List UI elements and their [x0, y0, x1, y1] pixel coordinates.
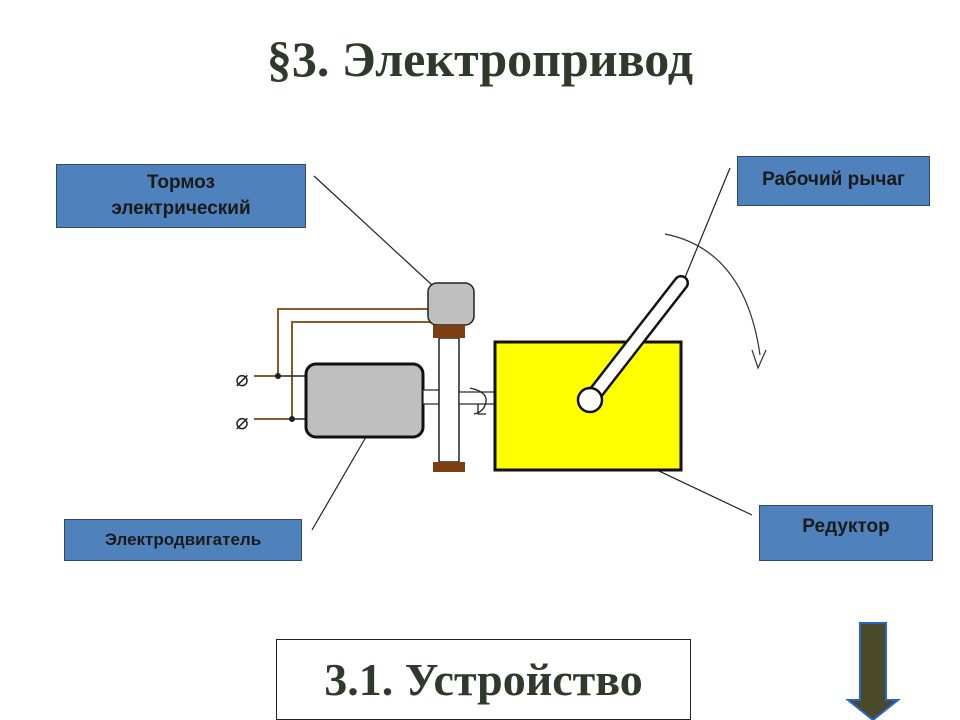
coupling-disc	[438, 337, 460, 463]
brake-label: Тормоз электрический	[56, 164, 306, 228]
motor-leader-line	[311, 429, 371, 531]
brake-body	[427, 282, 475, 326]
reducer-label: Редуктор	[759, 505, 933, 561]
lever-arm	[584, 277, 687, 406]
wire-top	[254, 308, 430, 377]
next-arrow-icon	[845, 622, 901, 720]
brake-label-line1: Тормоз	[147, 172, 215, 193]
lever-label: Рабочий рычаг	[737, 156, 930, 206]
lever-leader-line	[683, 167, 731, 281]
section-subtitle: 3.1. Устройство	[276, 639, 691, 720]
flange-bottom	[433, 462, 465, 472]
rotation-arrow-icon	[469, 387, 487, 415]
brake-label-line2: электрический	[111, 198, 251, 219]
shaft-reducer	[458, 391, 496, 405]
terminal-symbol-top: ⌀	[235, 367, 248, 392]
terminal-junction-bottom	[289, 416, 295, 422]
motor-label: Электродвигатель	[64, 519, 302, 561]
motor-body	[304, 362, 425, 439]
terminal-junction-top	[275, 373, 281, 379]
wire-bottom	[254, 321, 430, 420]
swing-arc-icon	[664, 233, 761, 356]
shaft-motor	[422, 389, 440, 405]
brake-leader-line	[313, 175, 433, 286]
page-title: §3. Электропривод	[266, 31, 694, 87]
lever-pivot	[576, 386, 604, 414]
flange-top	[433, 328, 465, 338]
terminal-symbol-bottom: ⌀	[235, 410, 248, 435]
brake-pad	[433, 325, 465, 330]
